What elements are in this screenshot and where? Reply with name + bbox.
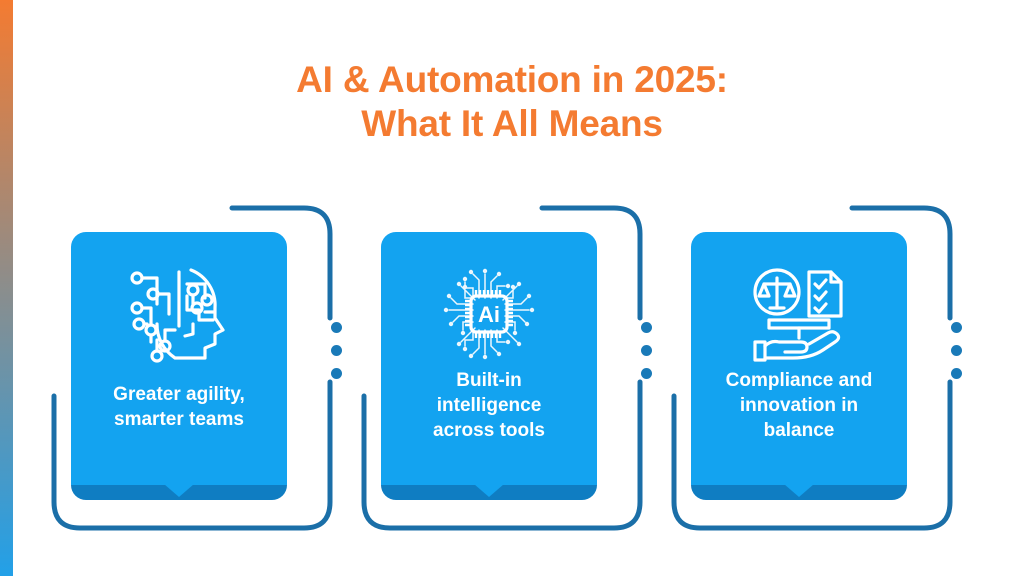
card-body-agility[interactable]: Greater agility, smarter teams [71, 232, 287, 500]
frame-dot [641, 345, 652, 356]
frame-dot [641, 368, 652, 379]
card-label-line: smarter teams [114, 409, 244, 430]
card-label-line: Built-in [456, 370, 522, 391]
decorative-frame-2 [361, 205, 643, 531]
card-compliance[interactable]: Compliance and innovation in balance [662, 196, 962, 540]
decorative-frame-3 [671, 205, 953, 531]
frame-dot [331, 345, 342, 356]
frame-dot [951, 368, 962, 379]
card-notch [784, 484, 814, 497]
left-edge-gradient-strip [0, 0, 13, 576]
ai-brain-head-icon [71, 258, 287, 370]
card-body-intelligence[interactable]: Ai Built-in intelligence across tools [381, 232, 597, 500]
page-title: AI & Automation in 2025: What It All Mea… [0, 58, 1024, 146]
card-notch [474, 484, 504, 497]
card-label-line: innovation in [739, 395, 859, 416]
frame-dot [951, 322, 962, 333]
frame-dots-2 [641, 322, 655, 391]
page-title-line-2: What It All Means [361, 103, 663, 144]
ai-chip-label: Ai [478, 302, 500, 327]
frame-dot [331, 368, 342, 379]
card-label-compliance: Compliance and innovation in balance [697, 368, 901, 443]
card-label-line: Greater agility, [113, 384, 245, 405]
card-notch [164, 484, 194, 497]
card-label-line: Compliance and [725, 370, 873, 391]
card-label-line: balance [763, 420, 835, 441]
frame-dots-3 [951, 322, 965, 391]
frame-dots-1 [331, 322, 345, 391]
card-label-intelligence: Built-in intelligence across tools [387, 368, 591, 443]
frame-dot [331, 322, 342, 333]
card-body-compliance[interactable]: Compliance and innovation in balance [691, 232, 907, 500]
scales-checklist-hand-icon [691, 258, 907, 370]
ai-chip-icon: Ai [381, 258, 597, 370]
frame-dot [641, 322, 652, 333]
frame-dot [951, 345, 962, 356]
decorative-frame-1 [51, 205, 333, 531]
card-face [381, 232, 597, 485]
card-label-line: across tools [433, 420, 545, 441]
card-intelligence[interactable]: Ai Built-in intelligence across tools [352, 196, 652, 540]
card-label-agility: Greater agility, smarter teams [77, 382, 281, 432]
card-agility[interactable]: Greater agility, smarter teams [42, 196, 342, 540]
page-title-line-1: AI & Automation in 2025: [296, 59, 728, 100]
card-label-line: intelligence [436, 395, 542, 416]
